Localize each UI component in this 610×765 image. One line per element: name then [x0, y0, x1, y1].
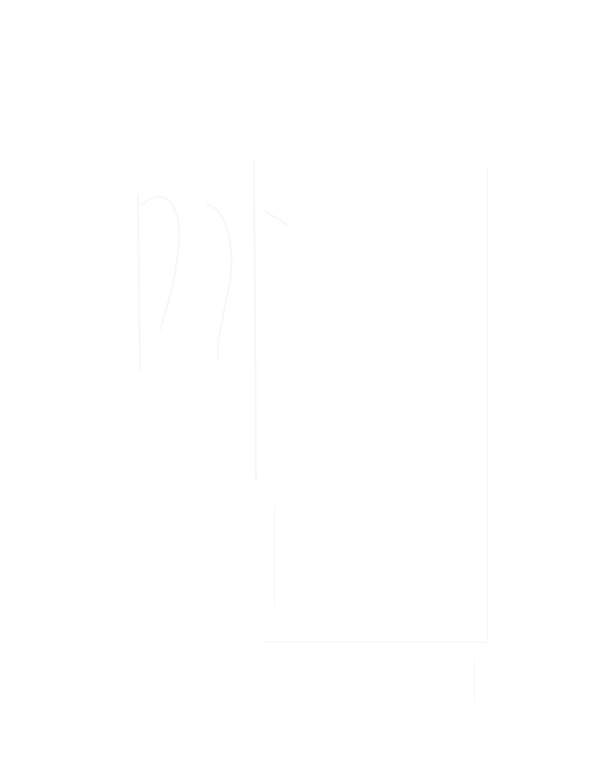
page-bottom-border [266, 642, 488, 643]
page-right-border [487, 168, 488, 643]
sketch-left-stroke [141, 195, 181, 331]
sketch-left-edge [137, 194, 141, 371]
lower-right-mark [474, 660, 475, 702]
faint-figure-sketch [128, 150, 289, 481]
sketch-right-mark [262, 209, 289, 226]
faint-figure-outline [137, 159, 289, 481]
sketch-right-edge [253, 159, 257, 481]
sketch-middle-stroke [205, 204, 233, 361]
page-left-lower-mark [274, 505, 275, 605]
